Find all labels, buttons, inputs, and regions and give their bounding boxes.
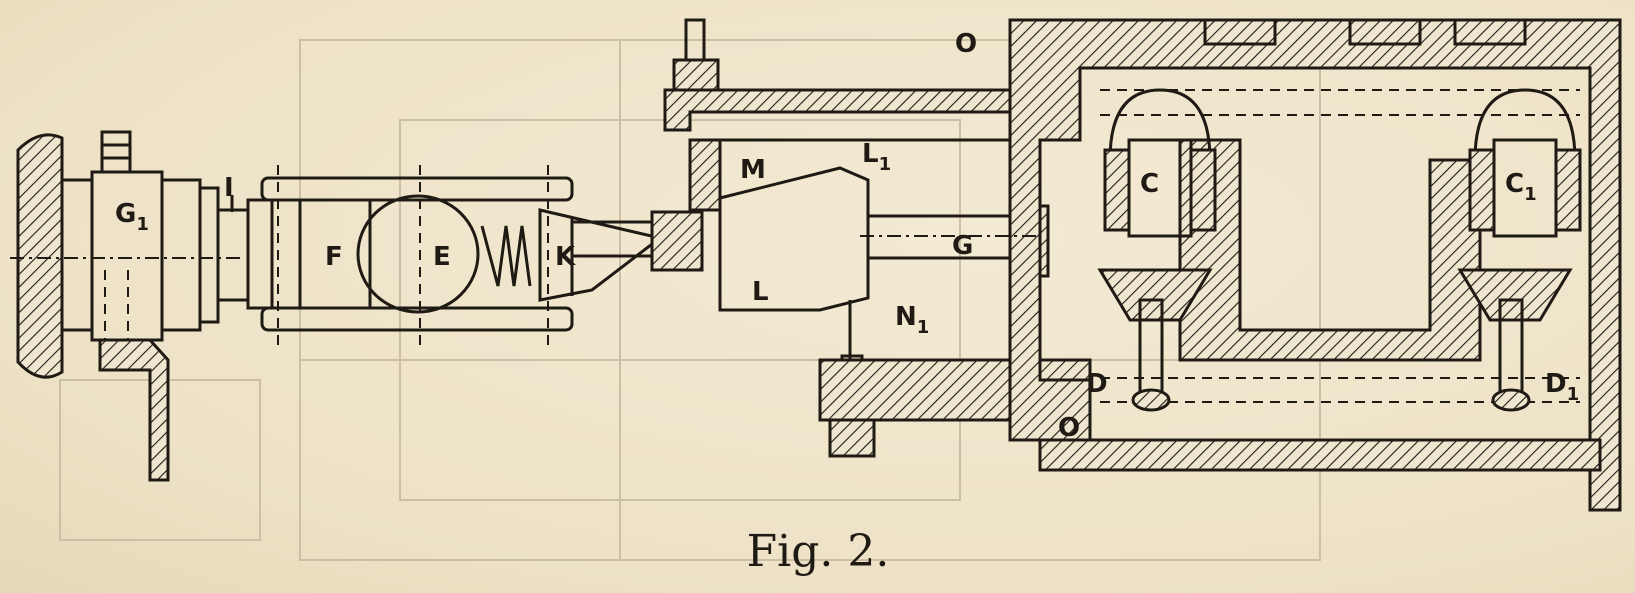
label-f: F	[325, 242, 343, 272]
casing	[663, 18, 1622, 512]
valve-d	[1097, 268, 1213, 412]
label-g: G	[952, 231, 973, 261]
rod-g	[570, 166, 1050, 312]
label-i: I	[224, 173, 234, 203]
label-l: L	[752, 277, 769, 307]
part-labels: G1 I F E K M L1 L G N1 O O C C1 D D1	[115, 29, 1579, 443]
label-l1: L1	[862, 139, 891, 175]
valve-d1	[1457, 268, 1573, 412]
label-d1: D1	[1545, 369, 1579, 405]
label-m: M	[740, 155, 766, 185]
figure-caption: Fig. 2.	[747, 526, 890, 577]
label-c: C	[1140, 169, 1159, 199]
label-k: K	[555, 242, 576, 272]
label-o-bottom: O	[1058, 413, 1080, 443]
label-e: E	[433, 242, 451, 272]
shaft-i	[216, 195, 250, 302]
handwheel-g1	[10, 130, 240, 482]
valve-c1	[1468, 88, 1582, 238]
label-n1: N1	[895, 302, 929, 338]
label-g1: G1	[115, 199, 149, 235]
valve-c	[1103, 88, 1217, 238]
label-c1: C1	[1505, 169, 1537, 205]
label-d: D	[1086, 369, 1108, 399]
label-o-top: O	[955, 29, 977, 59]
coupling-frame	[246, 165, 664, 345]
